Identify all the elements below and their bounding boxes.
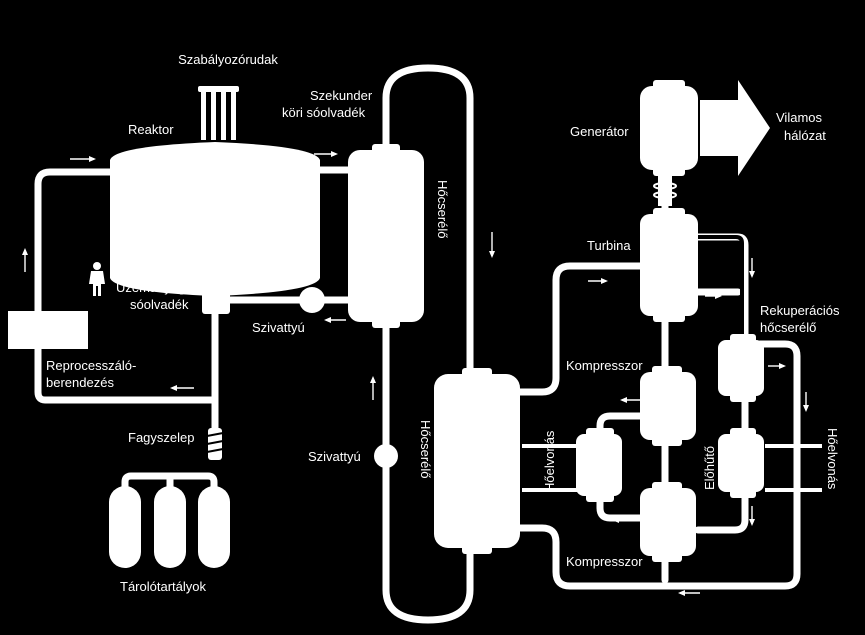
primary-loop-pipes: [34, 166, 360, 492]
label-pump-primary: Szivattyú: [252, 320, 305, 335]
upper-compressor: [640, 366, 696, 446]
label-heat-rejection-right: Hőelvonás: [825, 428, 840, 490]
control-rods: [198, 86, 239, 140]
arrow-left-icon: [324, 317, 346, 323]
primary-pump: [299, 287, 325, 313]
lower-heat-exchanger: [434, 368, 520, 554]
generator: [640, 80, 698, 176]
label-freeze-valve: Fagyszelep: [128, 430, 194, 445]
label-secondary-line1: Szekunder: [310, 88, 373, 103]
label-grid-line2: hálózat: [784, 128, 826, 143]
storage-tanks: [109, 486, 230, 568]
arrow-right-icon: [70, 156, 96, 162]
precooler: [718, 428, 764, 498]
freeze-valve: [206, 428, 224, 460]
intercooler: [576, 428, 622, 502]
grid-arrow: [700, 80, 770, 176]
recuperator: [718, 334, 764, 402]
label-compressor-upper: Kompresszor: [566, 358, 643, 373]
arrow-right-icon: [588, 278, 608, 284]
arrow-up-icon: [22, 248, 28, 272]
labels: Szabályozórudak Reaktor Szekunder köri s…: [46, 52, 840, 594]
arrow-right-icon: [768, 363, 786, 369]
shaft-coupling: [653, 176, 677, 206]
label-secondary-line2: köri sóolvadék: [282, 105, 366, 120]
reprocessing-unit: [8, 311, 88, 349]
label-storage-tanks: Tárolótartályok: [120, 579, 206, 594]
label-reprocessing-line1: Reprocesszáló-: [46, 358, 136, 373]
arrow-down-icon: [489, 232, 495, 258]
person-silhouette: [89, 262, 105, 296]
arrow-right-icon: [314, 151, 338, 157]
label-generator: Generátor: [570, 124, 629, 139]
arrow-up-icon: [370, 376, 376, 400]
arrow-down-icon: [749, 506, 755, 526]
label-reactor: Reaktor: [128, 122, 174, 137]
label-heat-exchanger-lower: Hőcserélő: [418, 420, 433, 479]
label-recuperator-line2: hőcserélő: [760, 320, 816, 335]
label-grid-line1: Vilamos: [776, 110, 823, 125]
arrow-down-icon: [803, 392, 809, 412]
arrow-down-icon: [749, 258, 755, 278]
secondary-loop-pipe: [382, 64, 474, 624]
turbine-pipe-channel: [698, 235, 744, 335]
fuel-salt-outlet: [202, 292, 230, 314]
arrow-left-icon: [678, 590, 700, 596]
arrow-right-icon: [705, 293, 722, 299]
label-reprocessing-line2: berendezés: [46, 375, 114, 390]
label-heat-exchanger-upper: Hőcserélő: [435, 180, 450, 239]
label-turbine: Turbina: [587, 238, 631, 253]
label-heat-rejection-left: Hőelvonás: [542, 430, 557, 492]
reactor-vessel: [110, 142, 320, 296]
label-recuperator-line1: Rekuperációs: [760, 303, 840, 318]
upper-heat-exchanger: [348, 144, 424, 328]
flow-arrows: [22, 151, 809, 596]
label-fuel-salt-line2: sóolvadék: [130, 297, 189, 312]
arrow-left-icon: [620, 397, 640, 403]
label-pump-secondary: Szivattyú: [308, 449, 361, 464]
arrow-left-icon: [612, 517, 632, 523]
label-control-rods: Szabályozórudak: [178, 52, 278, 67]
label-fuel-salt-line1: Üzemanyag-: [116, 280, 190, 295]
arrow-left-icon: [170, 385, 194, 391]
secondary-pump: [374, 444, 398, 468]
lower-compressor: [640, 482, 696, 562]
turbine: [640, 208, 698, 322]
label-precooler: Előhűtő: [702, 446, 717, 490]
label-compressor-lower: Kompresszor: [566, 554, 643, 569]
